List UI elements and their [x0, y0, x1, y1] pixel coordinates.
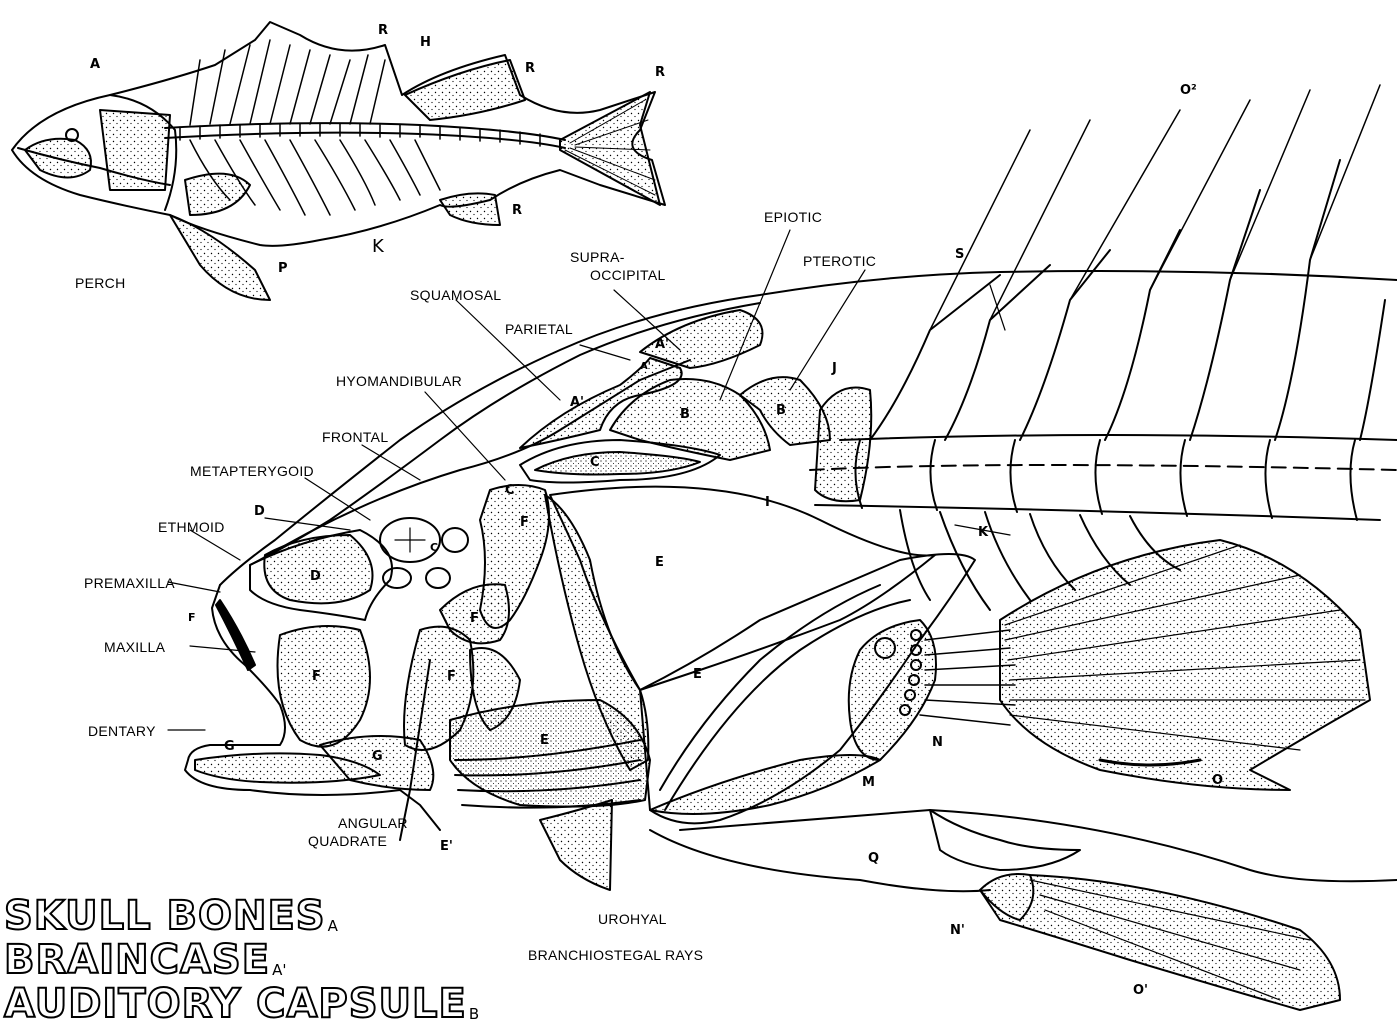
letter-f-top: F	[520, 516, 529, 529]
letter-o: O	[1212, 774, 1223, 787]
inset-caption: PERCH	[75, 276, 126, 290]
letter-g1: G	[224, 740, 235, 753]
letter-o-prime: O'	[1133, 984, 1148, 997]
letter-f-small: F	[188, 612, 196, 623]
letter-n-prime: N'	[950, 924, 965, 937]
letter-d-small: D	[254, 505, 265, 518]
letter-e-low: E'	[440, 840, 453, 853]
label-metapterygoid: METAPTERYGOID	[190, 464, 314, 478]
letter-m: M	[862, 776, 875, 789]
letter-a-prime-small: A'	[640, 362, 651, 372]
letter-k: K	[978, 526, 988, 539]
inset-letter-r3: R	[655, 66, 665, 79]
letter-n: N	[932, 736, 943, 749]
label-urohyal: UROHYAL	[598, 912, 667, 926]
label-pterotic: PTEROTIC	[803, 254, 876, 268]
inset-letter-p: P	[278, 262, 288, 275]
letter-f-mid: F	[470, 612, 479, 625]
letter-a-prime-mid: A'	[570, 396, 584, 409]
label-branchiostegal-rays: BRANCHIOSTEGAL RAYS	[528, 948, 703, 962]
label-supraoccipital-1: SUPRA-	[570, 250, 625, 264]
title-auditory-capsule-sub: B	[469, 1005, 479, 1023]
label-quadrate: QUADRATE	[308, 834, 387, 848]
label-maxilla: MAXILLA	[104, 640, 165, 654]
label-premaxilla: PREMAXILLA	[84, 576, 175, 590]
letter-j: J	[832, 362, 837, 375]
title-skull-bones-sub: A	[328, 917, 338, 935]
inset-letter-r2: R	[525, 62, 535, 75]
inset-letter-r4: R	[512, 204, 522, 217]
letter-c-top: C	[590, 456, 600, 469]
label-hyomandibular: HYOMANDIBULAR	[336, 374, 462, 388]
label-frontal: FRONTAL	[322, 430, 388, 444]
letter-s: S	[955, 248, 964, 261]
inset-letter-r1: R	[378, 24, 388, 37]
letter-f-low: F	[447, 670, 456, 683]
label-angular: ANGULAR	[338, 816, 408, 830]
label-squamosal: SQUAMOSAL	[410, 288, 501, 302]
title-braincase-sub: A'	[272, 961, 286, 979]
letter-g2: G	[372, 750, 383, 763]
inset-letter-h: H	[420, 36, 431, 49]
letter-c-low: C	[430, 542, 438, 553]
inset-letter-k: K	[372, 238, 384, 256]
letter-o2: O²	[1180, 84, 1197, 97]
letter-i: I	[765, 496, 770, 509]
label-epiotic: EPIOTIC	[764, 210, 822, 224]
letter-f-left: F	[312, 670, 321, 683]
title-braincase-text: BRAINCASE	[4, 937, 270, 983]
letter-e3: E	[540, 734, 549, 747]
letter-b2: B	[776, 404, 786, 417]
letter-d: D	[310, 570, 321, 583]
inset-perch	[12, 22, 665, 300]
label-ethmoid: ETHMOID	[158, 520, 225, 534]
letter-q: Q	[868, 852, 879, 865]
title-skull-bones-text: SKULL BONES	[4, 893, 326, 939]
inset-letter-a: A	[90, 58, 100, 71]
letter-b1: B	[680, 408, 690, 421]
label-dentary: DENTARY	[88, 724, 156, 738]
letter-a-prime-top: A'	[655, 338, 669, 351]
letter-e2: E	[693, 668, 702, 681]
label-parietal: PARIETAL	[505, 322, 573, 336]
title-auditory-capsule-text: AUDITORY CAPSULE	[4, 981, 467, 1027]
letter-e1: E	[655, 556, 664, 569]
letter-c-cross: C	[505, 484, 515, 497]
label-supraoccipital-2: OCCIPITAL	[590, 268, 666, 282]
